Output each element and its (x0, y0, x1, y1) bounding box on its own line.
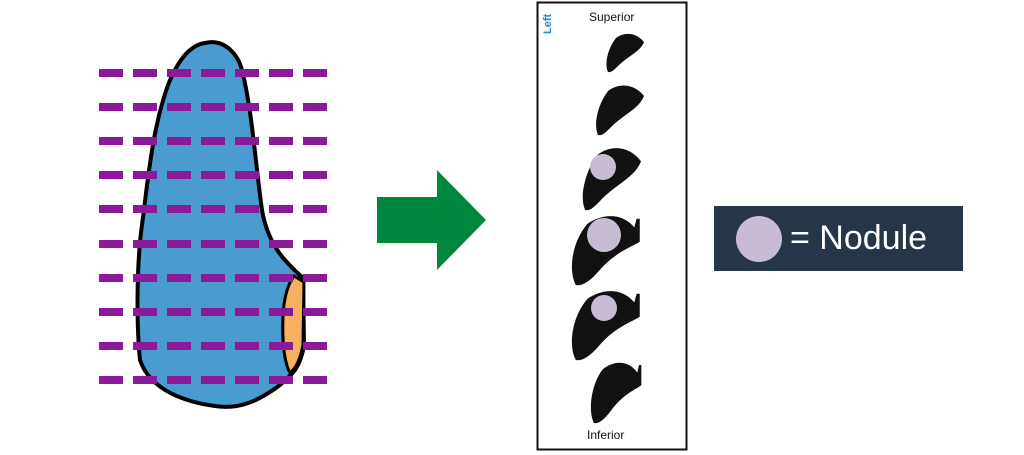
nodule-region (281, 274, 306, 376)
nodule-legend-dot (736, 215, 782, 262)
nodule-circle (587, 218, 621, 252)
organ-shape (135, 40, 307, 409)
legend-text: = Nodule (790, 219, 928, 257)
superior-label: Superior (589, 10, 635, 24)
ct-slice (606, 33, 644, 73)
ct-slice (596, 85, 644, 136)
nodule-circle (591, 295, 617, 321)
nodule-circle (590, 154, 616, 180)
arrow-icon (377, 170, 486, 270)
legend: = Nodule (714, 206, 963, 271)
slice-lines (99, 69, 327, 384)
ct-slices (571, 33, 644, 424)
orientation-label: Left (542, 13, 554, 34)
inferior-label: Inferior (587, 428, 625, 442)
ct-slice (590, 362, 642, 424)
ct-slice (571, 291, 640, 361)
